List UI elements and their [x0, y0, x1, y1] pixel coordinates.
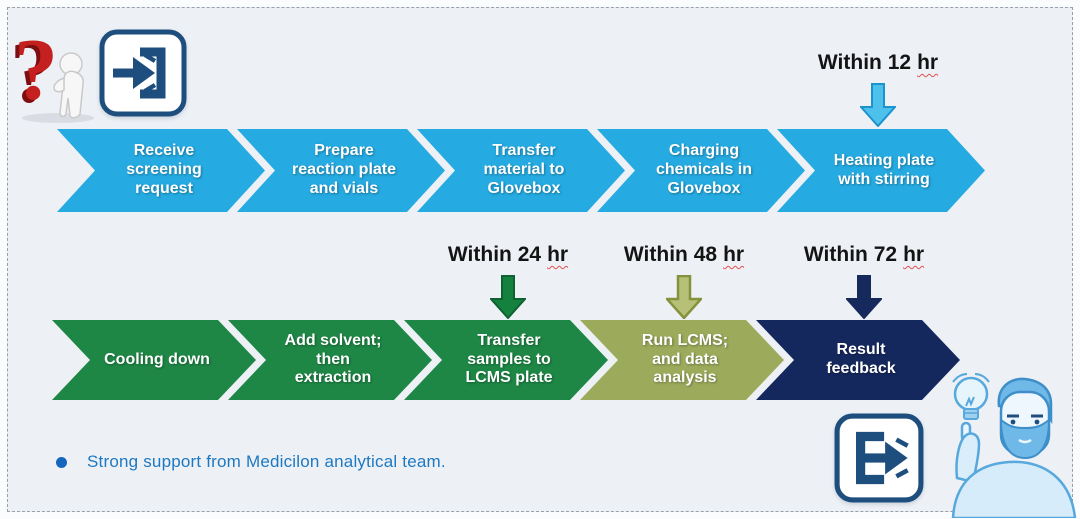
lightbulb-icon [952, 373, 990, 420]
step-label: Heating plate with stirring [833, 151, 935, 188]
process-row-bottom: Cooling down Add solvent; then extractio… [52, 320, 960, 400]
step-run-lcms-analysis: Run LCMS; and data analysis [580, 320, 784, 400]
step-transfer-samples-lcms: Transfer samples to LCMS plate [404, 320, 608, 400]
pointing-hand [955, 421, 981, 484]
step-label: Add solvent; then extraction [284, 331, 382, 387]
footnote-text: Strong support from Medicilon analytical… [87, 452, 446, 471]
step-cooling-down: Cooling down [52, 320, 256, 400]
face [997, 377, 1053, 460]
footnote: Strong support from Medicilon analytical… [56, 452, 446, 472]
step-receive-screening-request: Receive screening request [57, 129, 265, 212]
svg-text:?: ? [14, 26, 58, 119]
step-label: Result feedback [826, 341, 896, 377]
step-label: Prepare reaction plate and vials [291, 142, 397, 197]
step-label: Run LCMS; and data analysis [641, 331, 729, 387]
step-heating-plate: Heating plate with stirring [777, 129, 985, 212]
step-label: Transfer material to Glovebox [483, 142, 565, 197]
step-label: Cooling down [104, 350, 210, 368]
bullet-icon [56, 456, 67, 468]
torso [951, 460, 1077, 518]
step-label: Receive screening request [126, 142, 202, 197]
step-label: Charging chemicals in Glovebox [655, 142, 753, 197]
question-mark-icon: ? ? [10, 26, 94, 123]
down-arrow-icon [490, 275, 526, 319]
process-row-top: Receive screening request Prepare reacti… [57, 129, 985, 212]
step-add-solvent-extraction: Add solvent; then extraction [228, 320, 432, 400]
svg-text:?: ? [10, 26, 54, 122]
down-arrow-icon [846, 275, 882, 319]
step-transfer-material-glovebox: Transfer material to Glovebox [417, 129, 625, 212]
step-prepare-reaction-plate: Prepare reaction plate and vials [237, 129, 445, 212]
login-icon [99, 29, 187, 117]
down-arrow-icon [860, 83, 896, 127]
step-label: Transfer samples to LCMS plate [465, 331, 553, 387]
step-charging-chemicals: Charging chemicals in Glovebox [597, 129, 805, 212]
down-arrow-icon [666, 275, 702, 319]
logout-icon [834, 413, 924, 503]
step-result-feedback: Result feedback [756, 320, 960, 400]
person-pointing-illustration [951, 373, 1077, 518]
